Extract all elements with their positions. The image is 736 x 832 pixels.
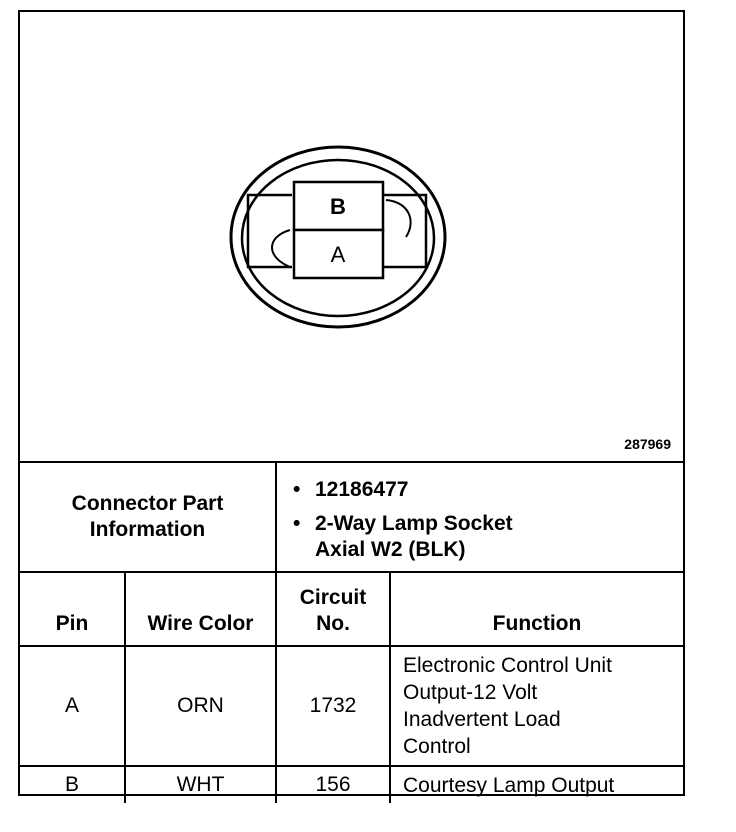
pin-cell: A bbox=[20, 645, 126, 767]
function-cell: Electronic Control Unit Output-12 Volt I… bbox=[389, 645, 683, 767]
socket-inner-ring bbox=[240, 158, 436, 318]
right-locking-tab bbox=[382, 193, 428, 269]
pin-header: Pin bbox=[20, 571, 126, 647]
wire-color-header: Wire Color bbox=[124, 571, 277, 647]
pin-a-cavity bbox=[292, 228, 385, 280]
table-row: B WHT 156 Courtesy Lamp Output bbox=[20, 765, 683, 803]
column-header-row: Pin Wire Color Circuit No. Function bbox=[20, 571, 683, 647]
pin-a-label: A bbox=[331, 242, 346, 267]
circuit-cell: 156 bbox=[275, 765, 391, 803]
connector-face-drawing: B A bbox=[229, 145, 447, 329]
pin-b-label: B bbox=[330, 194, 346, 219]
connector-info-details: 12186477 2-Way Lamp Socket Axial W2 (BLK… bbox=[275, 461, 683, 573]
wire-color-cell: WHT bbox=[124, 765, 277, 803]
illustration-number: 287969 bbox=[624, 436, 671, 452]
part-number-bullet: 12186477 bbox=[293, 477, 683, 503]
left-locking-tab bbox=[246, 193, 292, 269]
connector-info-row: Connector Part Information 12186477 2-Wa… bbox=[20, 461, 683, 573]
function-header: Function bbox=[389, 571, 683, 647]
connector-sheet: B A 287969 Connector Part Information 12… bbox=[18, 10, 685, 803]
connector-info-label-line1: Connector Part bbox=[71, 492, 224, 515]
function-cell: Courtesy Lamp Output bbox=[389, 765, 683, 803]
connector-diagram: B A 287969 bbox=[20, 12, 683, 461]
table-row: A ORN 1732 Electronic Control Unit Outpu… bbox=[20, 645, 683, 767]
pin-cell: B bbox=[20, 765, 126, 803]
connector-info-label-line2: Information bbox=[89, 518, 206, 541]
wire-color-cell: ORN bbox=[124, 645, 277, 767]
pin-b-cavity bbox=[292, 180, 385, 232]
socket-type-bullet: 2-Way Lamp Socket Axial W2 (BLK) bbox=[293, 511, 683, 563]
circuit-header: Circuit No. bbox=[275, 571, 391, 647]
connector-table: Connector Part Information 12186477 2-Wa… bbox=[20, 461, 683, 803]
connector-info-label: Connector Part Information bbox=[20, 461, 277, 573]
circuit-cell: 1732 bbox=[275, 645, 391, 767]
socket-outer-ring bbox=[229, 145, 447, 329]
